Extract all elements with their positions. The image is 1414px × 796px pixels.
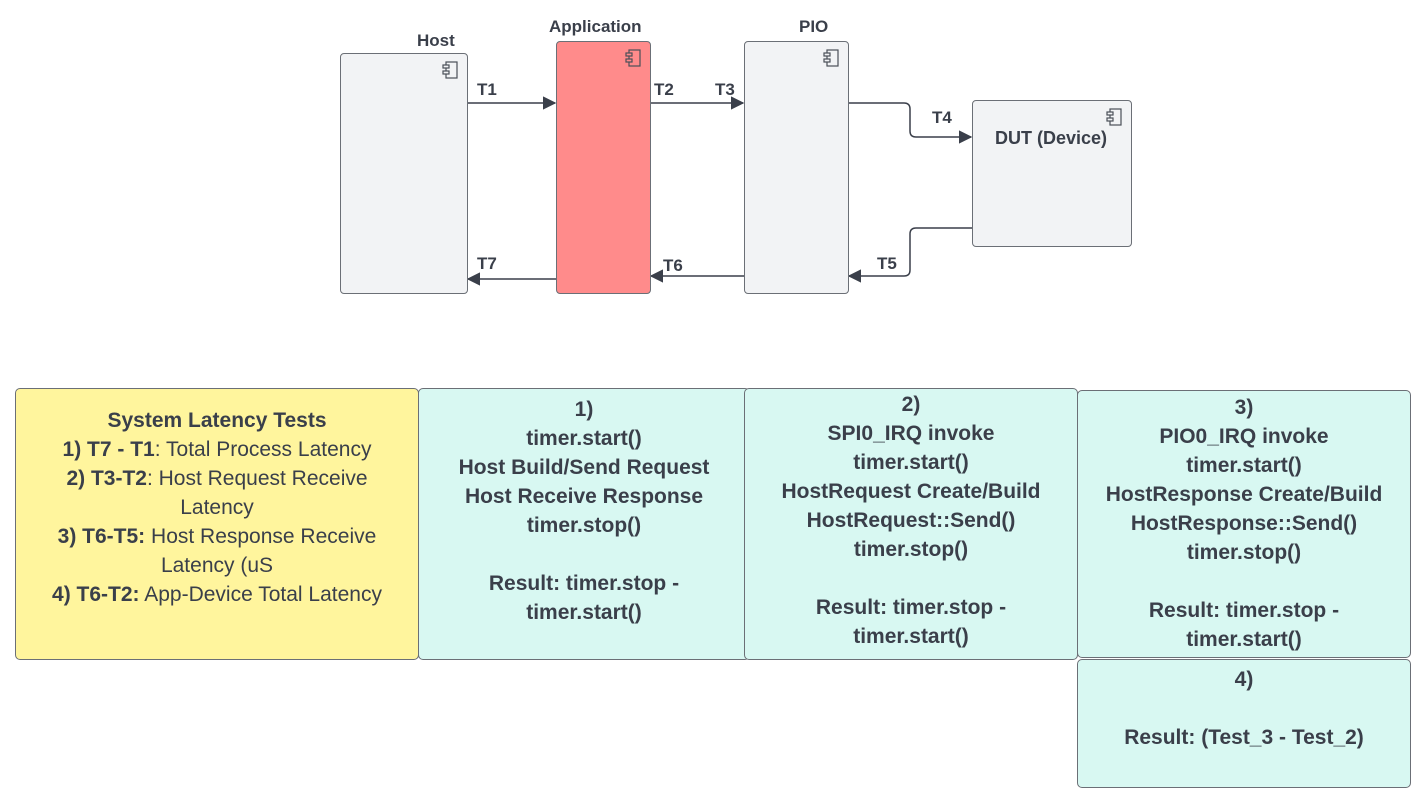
application-component[interactable] — [556, 41, 651, 294]
summary-item-4: 4) T6-T2: App-Device Total Latency — [52, 583, 382, 606]
application-label: Application — [549, 17, 642, 36]
test-1-line: Host Build/Send Request — [458, 456, 710, 479]
test-2-card: 2) SPI0_IRQ invoke timer.start() HostReq… — [744, 388, 1078, 660]
host-label: Host — [417, 31, 455, 50]
test-1-line: Host Receive Response — [464, 485, 704, 508]
t4-label: T4 — [932, 108, 952, 127]
test-3-card: 3) PIO0_IRQ invoke timer.start() HostRes… — [1077, 390, 1411, 658]
test-3-line: timer.start() — [1186, 454, 1302, 477]
test-3-line: timer.start() — [1186, 628, 1302, 651]
test-3-line: Result: timer.stop - — [1148, 599, 1340, 622]
latency-tests-summary: System Latency Tests 1) T7 - T1: Total P… — [15, 388, 419, 660]
test-3-line: PIO0_IRQ invoke — [1159, 425, 1329, 448]
host-component[interactable] — [340, 53, 468, 294]
test-3-line: 3) — [1234, 396, 1254, 419]
summary-item-3: 3) T6-T5: Host Response Receive Latency … — [57, 525, 377, 577]
uml-component-icon — [442, 61, 458, 79]
test-1-card: 1) timer.start() Host Build/Send Request… — [418, 388, 750, 660]
summary-title: System Latency Tests — [107, 409, 327, 432]
pio-label: PIO — [799, 17, 829, 36]
test-4-card: 4) Result: (Test_3 - Test_2) — [1077, 659, 1411, 788]
t3-label: T3 — [715, 80, 735, 99]
t2-label: T2 — [654, 80, 674, 99]
t1-label: T1 — [477, 80, 497, 99]
uml-component-icon — [823, 49, 839, 67]
test-3-line: HostResponse::Send() — [1130, 512, 1358, 535]
test-1-line: 1) — [574, 398, 594, 421]
test-2-line: HostRequest Create/Build — [781, 480, 1041, 503]
test-1-line: Result: timer.stop - — [488, 572, 680, 595]
test-2-line: 2) — [901, 393, 921, 416]
arrow-pio-to-dut — [848, 102, 973, 144]
test-3-line: HostResponse Create/Build — [1105, 483, 1383, 506]
test-1-line: timer.start() — [526, 601, 642, 624]
test-2-line: timer.start() — [853, 451, 969, 474]
uml-component-icon — [1106, 108, 1122, 126]
t7-label: T7 — [477, 254, 497, 273]
t6-label: T6 — [663, 256, 683, 275]
t5-label: T5 — [877, 254, 897, 273]
summary-item-1: 1) T7 - T1: Total Process Latency — [62, 438, 372, 461]
test-2-line: HostRequest::Send() — [806, 509, 1016, 532]
test-3-line: timer.stop() — [1186, 541, 1302, 564]
dut-label: DUT (Device) — [995, 128, 1108, 148]
pio-component[interactable] — [744, 41, 849, 294]
test-4-line: Result: (Test_3 - Test_2) — [1124, 726, 1364, 749]
test-2-line: timer.stop() — [853, 538, 969, 561]
test-2-line: Result: timer.stop - — [815, 596, 1007, 619]
uml-component-icon — [625, 49, 641, 67]
dut-component[interactable]: DUT (Device) — [972, 100, 1132, 247]
arrow-dut-to-pio — [847, 227, 972, 283]
test-1-line: timer.start() — [526, 427, 642, 450]
test-4-line: 4) — [1234, 668, 1254, 691]
test-1-line: timer.stop() — [526, 514, 642, 537]
test-2-line: timer.start() — [853, 625, 969, 648]
summary-item-2: 2) T3-T2: Host Request Receive Latency — [66, 467, 368, 519]
test-2-line: SPI0_IRQ invoke — [827, 422, 995, 445]
